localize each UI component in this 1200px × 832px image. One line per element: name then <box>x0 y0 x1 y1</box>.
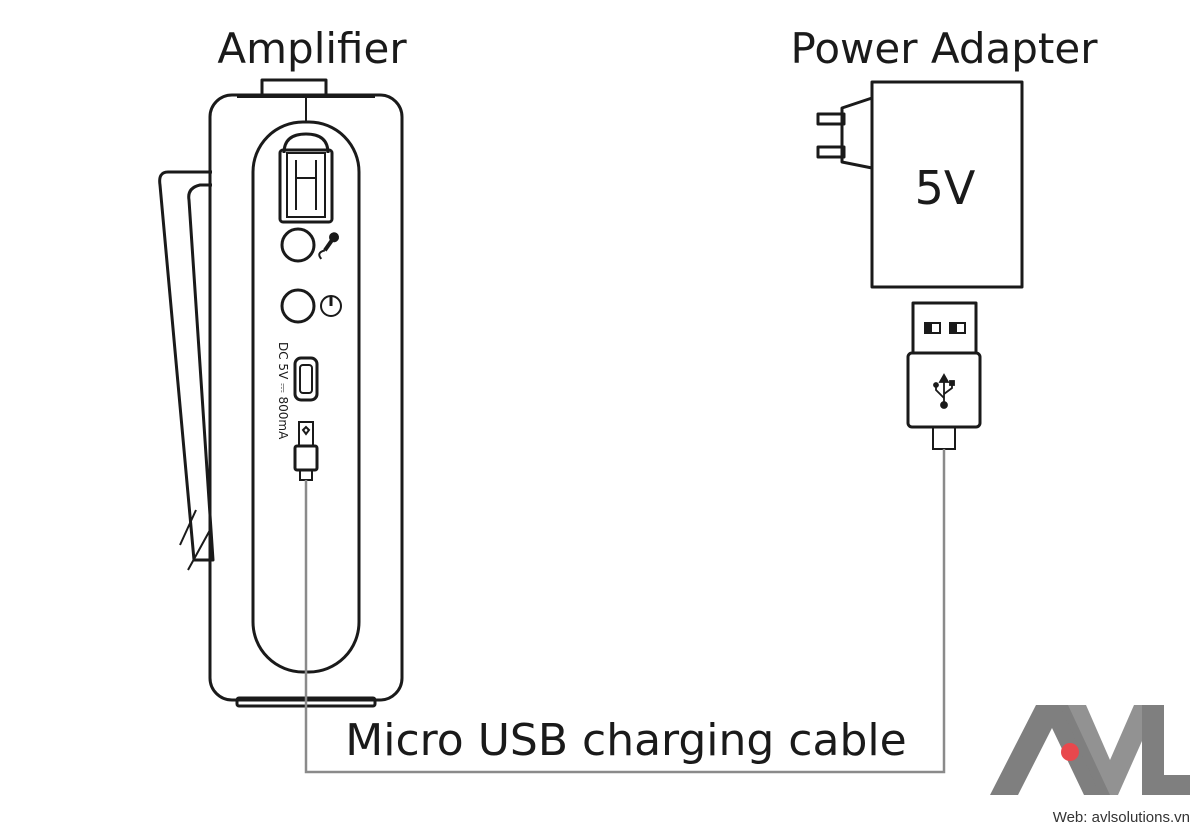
power-icon <box>320 295 342 317</box>
amplifier-label: Amplifier <box>217 24 407 73</box>
power-adapter: 5V <box>816 80 1024 450</box>
avl-logo: Web: avlsolutions.vn <box>990 705 1190 826</box>
antenna-connector <box>278 132 334 224</box>
port-rating-label: DC 5V ⎓ 800mA <box>276 342 290 440</box>
usb-icon <box>933 373 955 409</box>
power-button <box>280 288 316 324</box>
microphone-icon <box>318 232 340 260</box>
adapter-voltage-label: 5V <box>915 161 976 215</box>
top-cap <box>260 78 328 95</box>
charging-cable <box>304 449 946 774</box>
power-adapter-label: Power Adapter <box>791 24 1099 73</box>
amplifier-device: DC 5V ⎓ 800mA <box>158 78 404 708</box>
cable-label: Micro USB charging cable <box>345 715 906 766</box>
belt-clip <box>158 170 215 562</box>
adapter-body <box>870 80 1024 289</box>
mic-jack <box>280 227 316 263</box>
micro-usb-port <box>293 356 319 402</box>
website-label: Web: avlsolutions.vn <box>1053 809 1190 826</box>
micro-usb-plug <box>293 421 319 481</box>
usb-a-plug <box>906 301 982 450</box>
